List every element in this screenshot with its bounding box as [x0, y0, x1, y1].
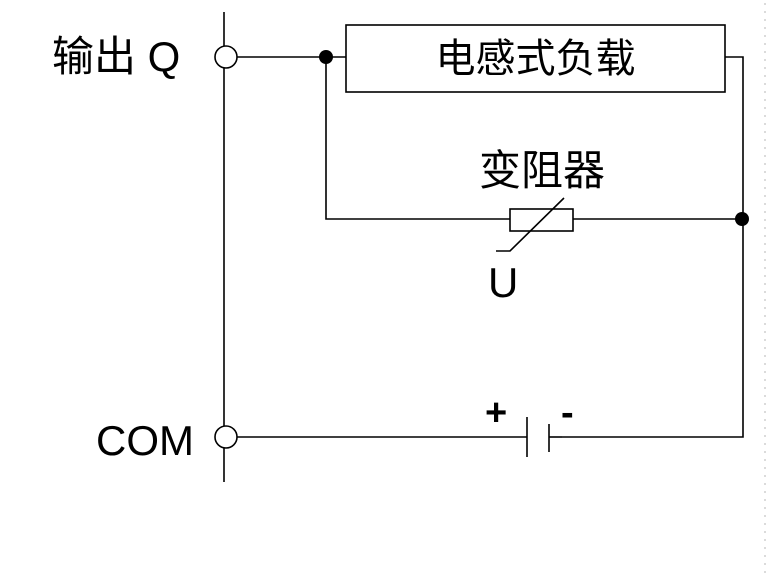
battery-negative-label: - — [561, 392, 574, 434]
right-edge-dotted-border — [764, 0, 766, 576]
junction-dot-right — [735, 212, 749, 226]
varistor-left-wire — [325, 57, 510, 220]
output-terminal-circle — [214, 45, 238, 69]
inductive-load-box — [345, 24, 726, 93]
com-terminal-circle — [214, 425, 238, 449]
com-label: COM — [96, 417, 194, 464]
inductive-load-label: 电感式负载 — [435, 36, 636, 82]
varistor-diagonal-line — [496, 197, 565, 252]
right-return-wire — [562, 56, 744, 438]
varistor-voltage-label: U — [488, 259, 519, 306]
output-q-label: 输出 Q — [52, 33, 181, 80]
varistor-label: 变阻器 — [479, 146, 606, 195]
battery-positive-label: + — [485, 392, 508, 434]
